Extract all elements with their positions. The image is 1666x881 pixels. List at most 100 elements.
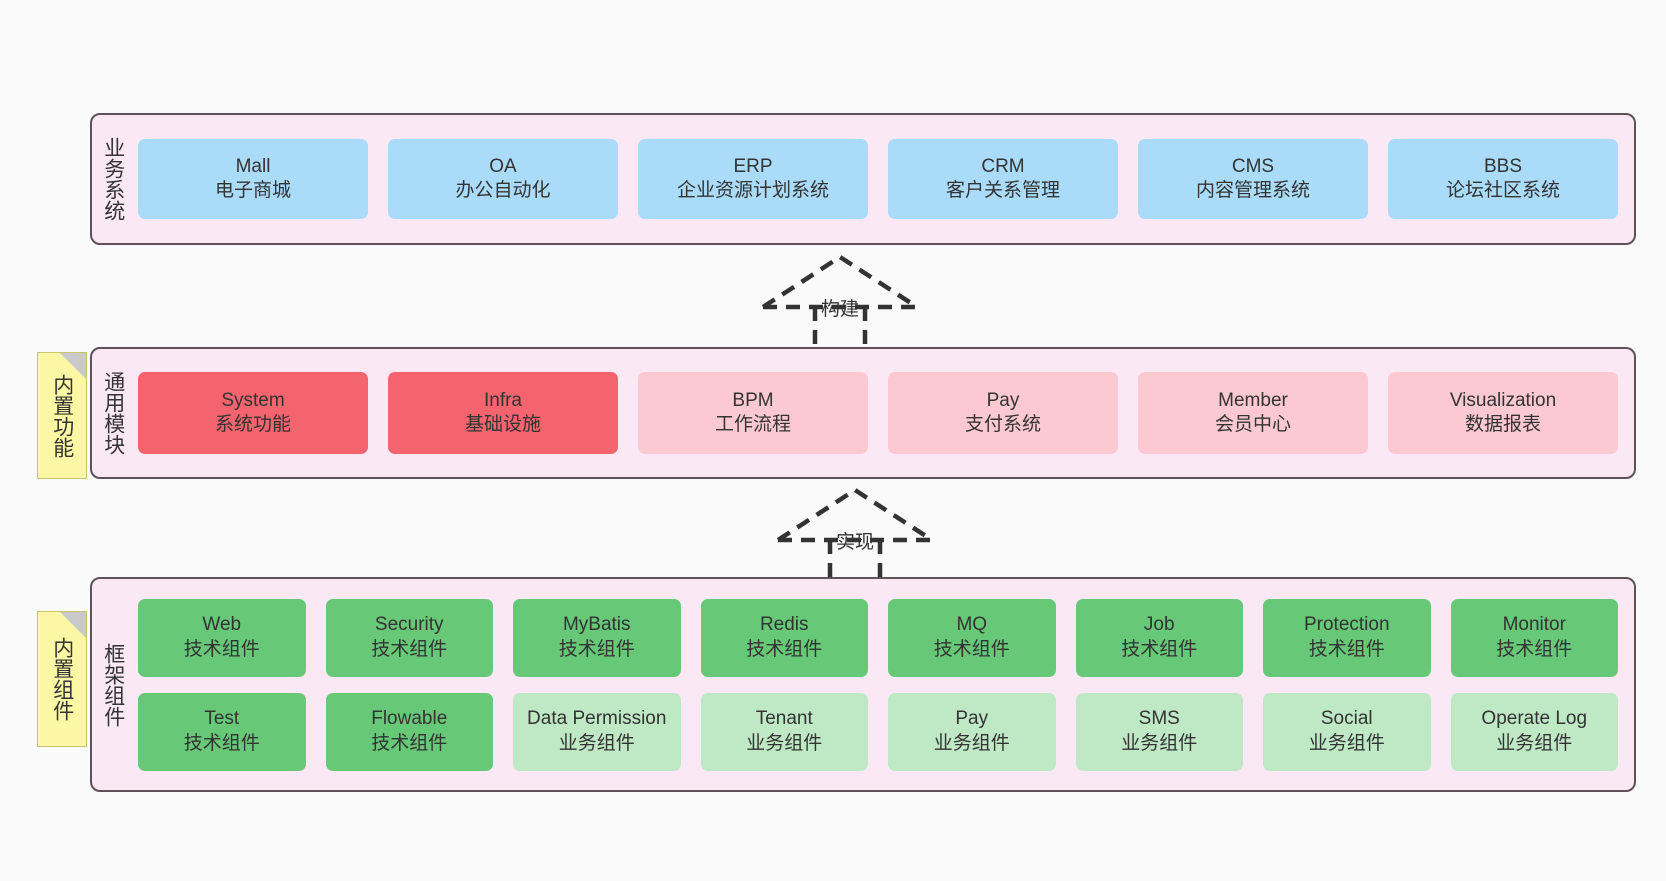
node-subtitle: 技术组件 [1496,638,1573,660]
node-operate-log[interactable]: Operate Log 业务组件 [1450,692,1618,771]
note-label: 内置组件 [50,637,74,721]
node-title: Social [1320,708,1373,730]
node-subtitle: 内容管理系统 [1195,180,1310,201]
node-mybatis[interactable]: MyBatis 技术组件 [513,598,681,677]
node-crm[interactable]: CRM 客户关系管理 [888,139,1118,219]
node-subtitle: 技术组件 [1308,638,1385,660]
node-subtitle: 业务组件 [558,732,635,754]
node-security[interactable]: Security 技术组件 [325,598,493,677]
node-title: Pay [955,708,989,730]
node-title: Flowable [371,708,448,730]
node-title: BBS [1483,155,1523,177]
node-web[interactable]: Web 技术组件 [138,598,306,677]
node-subtitle: 技术组件 [371,638,448,660]
node-erp[interactable]: ERP 企业资源计划系统 [638,139,868,219]
layer-row: Mall 电子商城 OA 办公自动化 ERP 企业资源计划系统 CRM 客户关系… [138,139,1618,219]
node-title: Operate Log [1481,708,1588,730]
node-title: Security [374,614,444,636]
node-title: MQ [956,614,988,636]
layer-common-modules: 通用模块 System 系统功能 Infra 基础设施 BPM 工作流程 Pay… [90,347,1636,479]
node-bbs[interactable]: BBS 论坛社区系统 [1388,139,1618,219]
layer-row: Web 技术组件 Security 技术组件 MyBatis 技术组件 Redi… [138,598,1618,677]
node-flowable[interactable]: Flowable 技术组件 [325,692,493,771]
node-title: CRM [981,155,1025,177]
node-mq[interactable]: MQ 技术组件 [888,598,1056,677]
node-mall[interactable]: Mall 电子商城 [138,139,368,219]
node-protection[interactable]: Protection 技术组件 [1263,598,1431,677]
node-subtitle: 技术组件 [371,732,448,754]
layer-row: Test 技术组件 Flowable 技术组件 Data Permission … [138,692,1618,771]
node-subtitle: 支付系统 [964,414,1041,435]
layer-body-business-systems: Mall 电子商城 OA 办公自动化 ERP 企业资源计划系统 CRM 客户关系… [134,115,1634,243]
node-pay-component[interactable]: Pay 业务组件 [888,692,1056,771]
node-title: Monitor [1502,614,1566,636]
node-sms[interactable]: SMS 业务组件 [1075,692,1243,771]
node-subtitle: 论坛社区系统 [1445,180,1560,201]
node-title: Mall [235,155,271,177]
node-title: ERP [733,155,773,177]
layer-title-business-systems: 业务系统 [101,137,125,221]
node-social[interactable]: Social 业务组件 [1263,692,1431,771]
node-subtitle: 技术组件 [746,638,823,660]
node-subtitle: 办公自动化 [455,180,551,201]
layer-title-common-modules: 通用模块 [101,371,125,455]
node-subtitle: 系统功能 [214,414,291,435]
connector-build-arrow: 构建 [755,252,925,357]
node-title: OA [489,155,517,177]
note-fold-corner-icon [60,353,86,379]
note-builtin-components: 内置组件 [37,611,87,747]
node-title: Redis [759,614,809,636]
node-title: BPM [732,389,774,411]
note-label: 内置功能 [50,373,74,458]
note-fold-corner-icon [60,612,86,638]
node-tenant[interactable]: Tenant 业务组件 [700,692,868,771]
layer-body-framework-components: Web 技术组件 Security 技术组件 MyBatis 技术组件 Redi… [134,579,1634,790]
node-subtitle: 数据报表 [1464,414,1541,435]
node-title: Visualization [1449,389,1557,411]
connector-implement-arrow: 实现 [770,485,940,590]
node-subtitle: 会员中心 [1214,414,1291,435]
node-subtitle: 技术组件 [558,638,635,660]
connector-implement-label: 实现 [835,532,874,553]
node-test[interactable]: Test 技术组件 [138,692,306,771]
node-title: MyBatis [562,614,631,636]
node-subtitle: 企业资源计划系统 [676,180,829,201]
node-subtitle: 技术组件 [933,638,1010,660]
layer-business-systems: 业务系统 Mall 电子商城 OA 办公自动化 ERP 企业资源计划系统 CRM… [90,113,1636,245]
node-pay-module[interactable]: Pay 支付系统 [888,372,1118,454]
node-subtitle: 业务组件 [933,732,1010,754]
node-title: SMS [1138,708,1180,730]
node-cms[interactable]: CMS 内容管理系统 [1138,139,1368,219]
node-visualization[interactable]: Visualization 数据报表 [1388,372,1618,454]
node-subtitle: 业务组件 [746,732,823,754]
node-subtitle: 技术组件 [183,732,260,754]
node-subtitle: 工作流程 [714,414,791,435]
layer-framework-components: 框架组件 Web 技术组件 Security 技术组件 MyBatis 技术组件… [90,577,1636,792]
node-title: Data Permission [527,708,667,730]
node-member[interactable]: Member 会员中心 [1138,372,1368,454]
node-title: Infra [483,389,523,411]
node-infra[interactable]: Infra 基础设施 [388,372,618,454]
node-subtitle: 业务组件 [1121,732,1198,754]
node-oa[interactable]: OA 办公自动化 [388,139,618,219]
node-title: CMS [1231,155,1275,177]
node-title: System [221,389,285,411]
node-subtitle: 电子商城 [214,180,291,201]
node-title: Web [202,614,242,636]
node-title: Job [1143,614,1175,636]
node-data-permission[interactable]: Data Permission 业务组件 [513,692,681,771]
node-monitor[interactable]: Monitor 技术组件 [1450,598,1618,677]
node-subtitle: 客户关系管理 [945,180,1060,201]
node-subtitle: 业务组件 [1308,732,1385,754]
node-title: Member [1218,389,1288,411]
node-redis[interactable]: Redis 技术组件 [700,598,868,677]
node-title: Tenant [755,708,813,730]
node-bpm[interactable]: BPM 工作流程 [638,372,868,454]
node-subtitle: 技术组件 [183,638,260,660]
node-job[interactable]: Job 技术组件 [1075,598,1243,677]
connector-build-label: 构建 [820,299,859,320]
node-subtitle: 业务组件 [1496,732,1573,754]
node-system[interactable]: System 系统功能 [138,372,368,454]
node-subtitle: 技术组件 [1121,638,1198,660]
